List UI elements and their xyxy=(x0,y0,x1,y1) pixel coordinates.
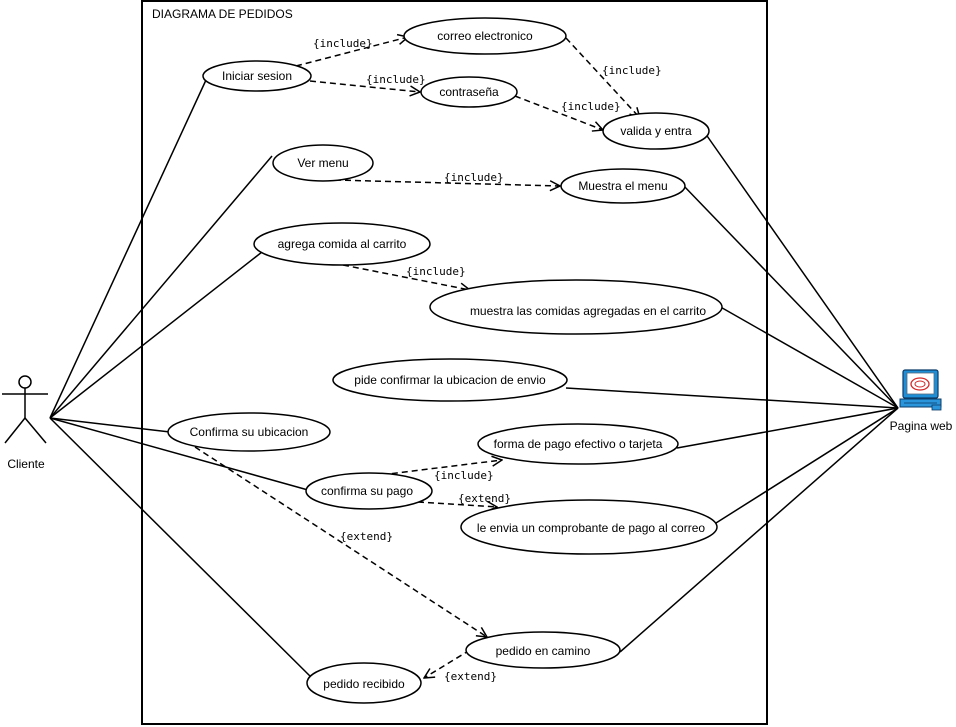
cliente-associations xyxy=(49,79,319,685)
include-label: {include} xyxy=(602,64,662,77)
association-line xyxy=(676,407,899,449)
system-boundary xyxy=(141,0,768,725)
association-line xyxy=(681,183,899,409)
svg-text:le envia un comprobante de pag: le envia un comprobante de pago al corre… xyxy=(477,521,705,535)
use-case-agrega-comida[interactable]: agrega comida al carrito xyxy=(253,222,431,266)
association-line xyxy=(704,132,899,409)
extend-label: {extend} xyxy=(444,670,497,683)
use-case-comprobante[interactable]: le envia un comprobante de pago al corre… xyxy=(460,499,718,555)
use-case-valida-y-entra[interactable]: valida y entra xyxy=(602,112,710,150)
use-case-muestra-comidas[interactable]: muestra las comidas agregadas en el carr… xyxy=(429,279,723,335)
use-case-confirma-ubicacion[interactable]: Confirma su ubicacion xyxy=(167,412,331,452)
extend-arrow xyxy=(424,649,471,678)
svg-text:valida y entra: valida y entra xyxy=(620,124,692,138)
association-line xyxy=(619,407,899,653)
stick-figure-icon xyxy=(18,375,32,389)
use-case-forma-de-pago[interactable]: forma de pago efectivo o tarjeta xyxy=(477,423,679,465)
svg-text:Muestra el menu: Muestra el menu xyxy=(578,179,667,193)
svg-text:agrega comida al carrito: agrega comida al carrito xyxy=(278,237,407,251)
association-line xyxy=(49,155,273,419)
association-line xyxy=(49,417,319,685)
svg-text:Ver menu: Ver menu xyxy=(297,156,348,170)
actor-cliente-label: Cliente xyxy=(7,457,45,471)
svg-text:forma de pago efectivo o tarje: forma de pago efectivo o tarjeta xyxy=(494,437,663,451)
extend-label: {extend} xyxy=(458,492,511,505)
use-case-confirma-pago[interactable]: confirma su pago xyxy=(305,472,433,510)
svg-text:Confirma su ubicacion: Confirma su ubicacion xyxy=(190,425,309,439)
dependencies xyxy=(194,37,640,678)
use-case-contrasena[interactable]: contraseña xyxy=(420,76,518,108)
actor-pagina-web[interactable] xyxy=(899,369,942,411)
use-case-pedido-recibido[interactable]: pedido recibido xyxy=(306,662,422,704)
svg-text:pide confirmar la ubicacion de: pide confirmar la ubicacion de envio xyxy=(354,373,546,387)
use-case-pide-confirmar[interactable]: pide confirmar la ubicacion de envio xyxy=(332,358,568,402)
use-case-pedido-en-camino[interactable]: pedido en camino xyxy=(465,631,621,669)
include-arrow xyxy=(565,37,640,118)
use-case-muestra-el-menu[interactable]: Muestra el menu xyxy=(560,168,686,204)
use-case-iniciar-sesion[interactable]: Iniciar sesion xyxy=(202,60,312,92)
svg-text:pedido en camino: pedido en camino xyxy=(496,644,591,658)
svg-text:pedido recibido: pedido recibido xyxy=(323,677,405,691)
include-label: {include} xyxy=(561,100,621,113)
svg-text:contraseña: contraseña xyxy=(439,85,499,99)
association-line xyxy=(565,387,899,409)
include-arrow xyxy=(342,264,470,290)
association-line xyxy=(49,417,171,433)
computer-icon xyxy=(899,369,942,411)
use-cases: Iniciar sesion correo electronico contra… xyxy=(167,17,723,704)
association-line xyxy=(49,79,207,419)
association-line xyxy=(716,304,899,409)
system-title: DIAGRAMA DE PEDIDOS xyxy=(152,7,293,21)
svg-text:muestra las comidas agregadas: muestra las comidas agregadas en el carr… xyxy=(470,304,706,318)
include-label: {include} xyxy=(434,469,494,482)
include-label: {include} xyxy=(444,171,504,184)
svg-text:confirma su pago: confirma su pago xyxy=(321,484,413,498)
include-label: {include} xyxy=(366,73,426,86)
use-case-ver-menu[interactable]: Ver menu xyxy=(272,144,374,182)
include-arrow xyxy=(334,179,560,186)
use-case-correo-electronico[interactable]: correo electronico xyxy=(403,17,567,55)
pagina-web-associations xyxy=(565,132,899,653)
stereotype-labels: {include} {include} {include} {include} … xyxy=(313,37,662,683)
svg-text:correo electronico: correo electronico xyxy=(437,29,533,43)
svg-text:Iniciar sesion: Iniciar sesion xyxy=(222,69,292,83)
extend-arrow xyxy=(417,502,497,507)
actor-pagina-web-label: Pagina web xyxy=(890,419,953,433)
include-arrow xyxy=(309,80,420,92)
include-arrow xyxy=(514,95,603,130)
include-arrow xyxy=(371,460,502,477)
association-line xyxy=(715,407,899,524)
extend-label: {extend} xyxy=(340,530,393,543)
include-label: {include} xyxy=(313,37,373,50)
association-line xyxy=(49,251,263,419)
extend-arrow xyxy=(194,446,487,637)
include-label: {include} xyxy=(406,265,466,278)
actor-cliente[interactable] xyxy=(2,375,48,444)
association-line xyxy=(49,417,309,491)
